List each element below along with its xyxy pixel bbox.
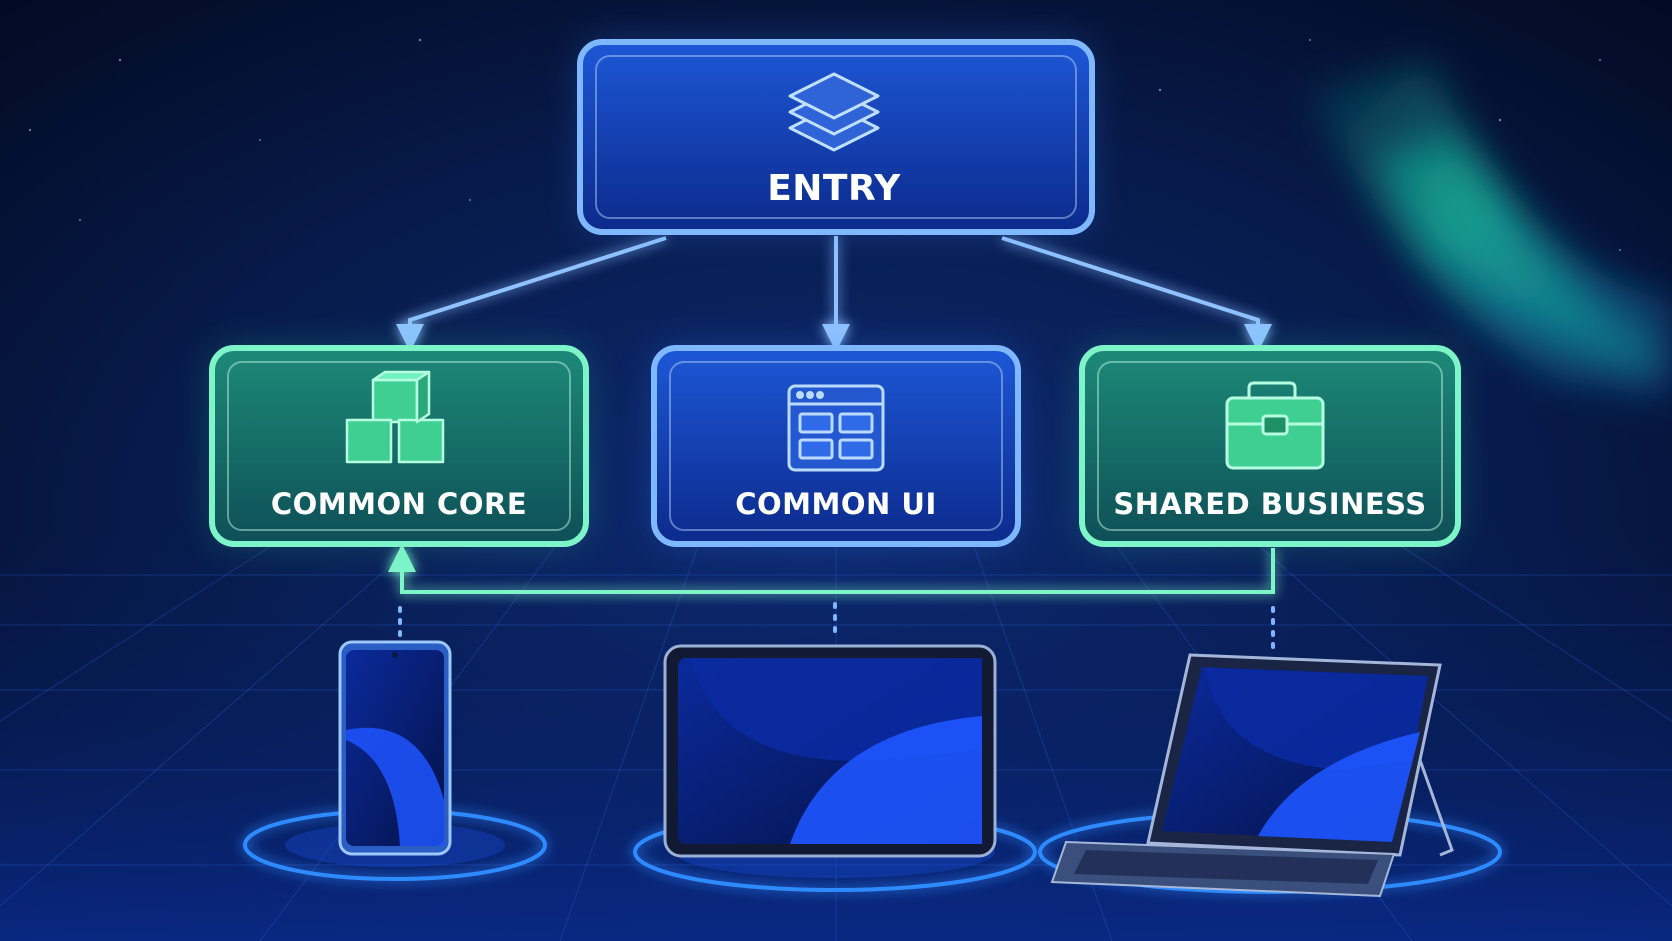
aurora-decoration: [1300, 60, 1672, 400]
laptop-tablet-device: [1038, 653, 1502, 898]
common-ui-module: COMMON UI: [651, 345, 1021, 547]
common-ui-label: COMMON UI: [735, 487, 937, 521]
connector-entry-to-core: [396, 236, 667, 352]
cubes-icon: [345, 370, 445, 464]
laptop-tablet-icon: [1050, 653, 1454, 898]
stars-decoration: [28, 38, 1621, 251]
window-layout-icon: [787, 384, 885, 472]
tablet-icon: [663, 644, 997, 858]
entry-module: ENTRY: [577, 39, 1095, 235]
shared-business-module: SHARED BUSINESS: [1079, 345, 1461, 547]
phone-device: [243, 640, 547, 881]
tablet-device: [633, 644, 1037, 892]
device-links: [398, 602, 1275, 652]
common-core-module: COMMON CORE: [209, 345, 589, 547]
common-core-label: COMMON CORE: [271, 487, 527, 521]
entry-connectors: [396, 236, 1272, 352]
connector-entry-to-business: [1001, 236, 1272, 352]
layers-icon: [788, 72, 880, 152]
briefcase-icon: [1225, 381, 1325, 470]
phone-icon: [338, 640, 452, 856]
business-to-core-connector: [388, 544, 1275, 594]
shared-business-label: SHARED BUSINESS: [1113, 487, 1426, 521]
entry-label: ENTRY: [767, 168, 901, 209]
